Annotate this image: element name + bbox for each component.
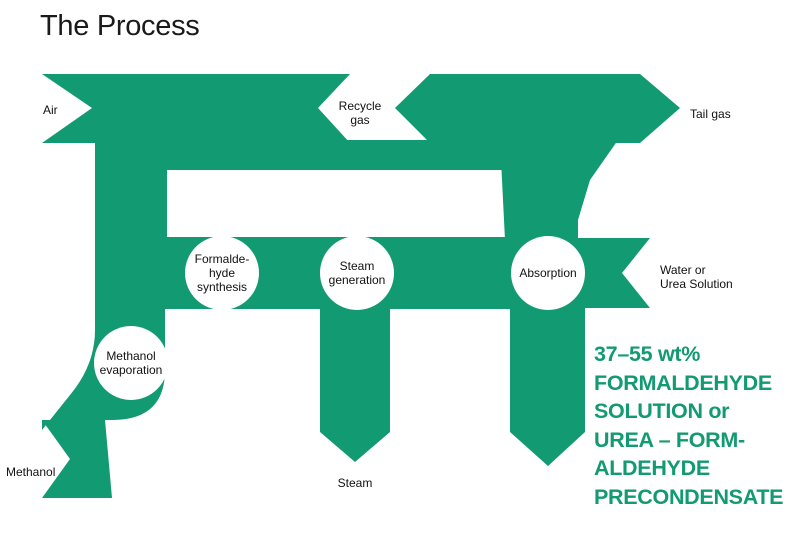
product-outlet-arrow [510, 300, 585, 466]
absorption-node [511, 236, 585, 310]
upper-right-joint [500, 140, 618, 240]
methanol-arrow-tail [42, 420, 112, 498]
methanol-label: Methanol [6, 465, 56, 479]
tail-gas-label: Tail gas [690, 107, 731, 121]
recycle-gas-label: Recycle gas [338, 99, 382, 127]
air-inlet-arrow [42, 74, 350, 143]
process-nodes [94, 236, 585, 400]
steam-generation-label: Steam generation [328, 259, 386, 287]
product-description: 37–55 wt% FORMALDEHYDE SOLUTION or UREA … [594, 342, 784, 509]
steam-generation-node [320, 236, 394, 310]
air-label: Air [43, 103, 58, 117]
steam-label: Steam [337, 476, 373, 490]
page-title: The Process [40, 10, 200, 42]
tail-gas-arrow [395, 74, 680, 143]
formaldehyde-synthesis-label: Formalde- hyde synthesis [194, 252, 250, 294]
absorption-label: Absorption [519, 266, 577, 280]
recycle-bar [160, 140, 510, 170]
methanol-evaporation-label: Methanol evaporation [99, 349, 163, 377]
steam-outlet-arrow [320, 300, 390, 462]
methanol-evaporation-node [94, 326, 168, 400]
water-urea-label: Water or Urea Solution [660, 263, 733, 291]
formaldehyde-synthesis-node [185, 236, 259, 310]
water-urea-inlet-arrow [560, 238, 650, 308]
